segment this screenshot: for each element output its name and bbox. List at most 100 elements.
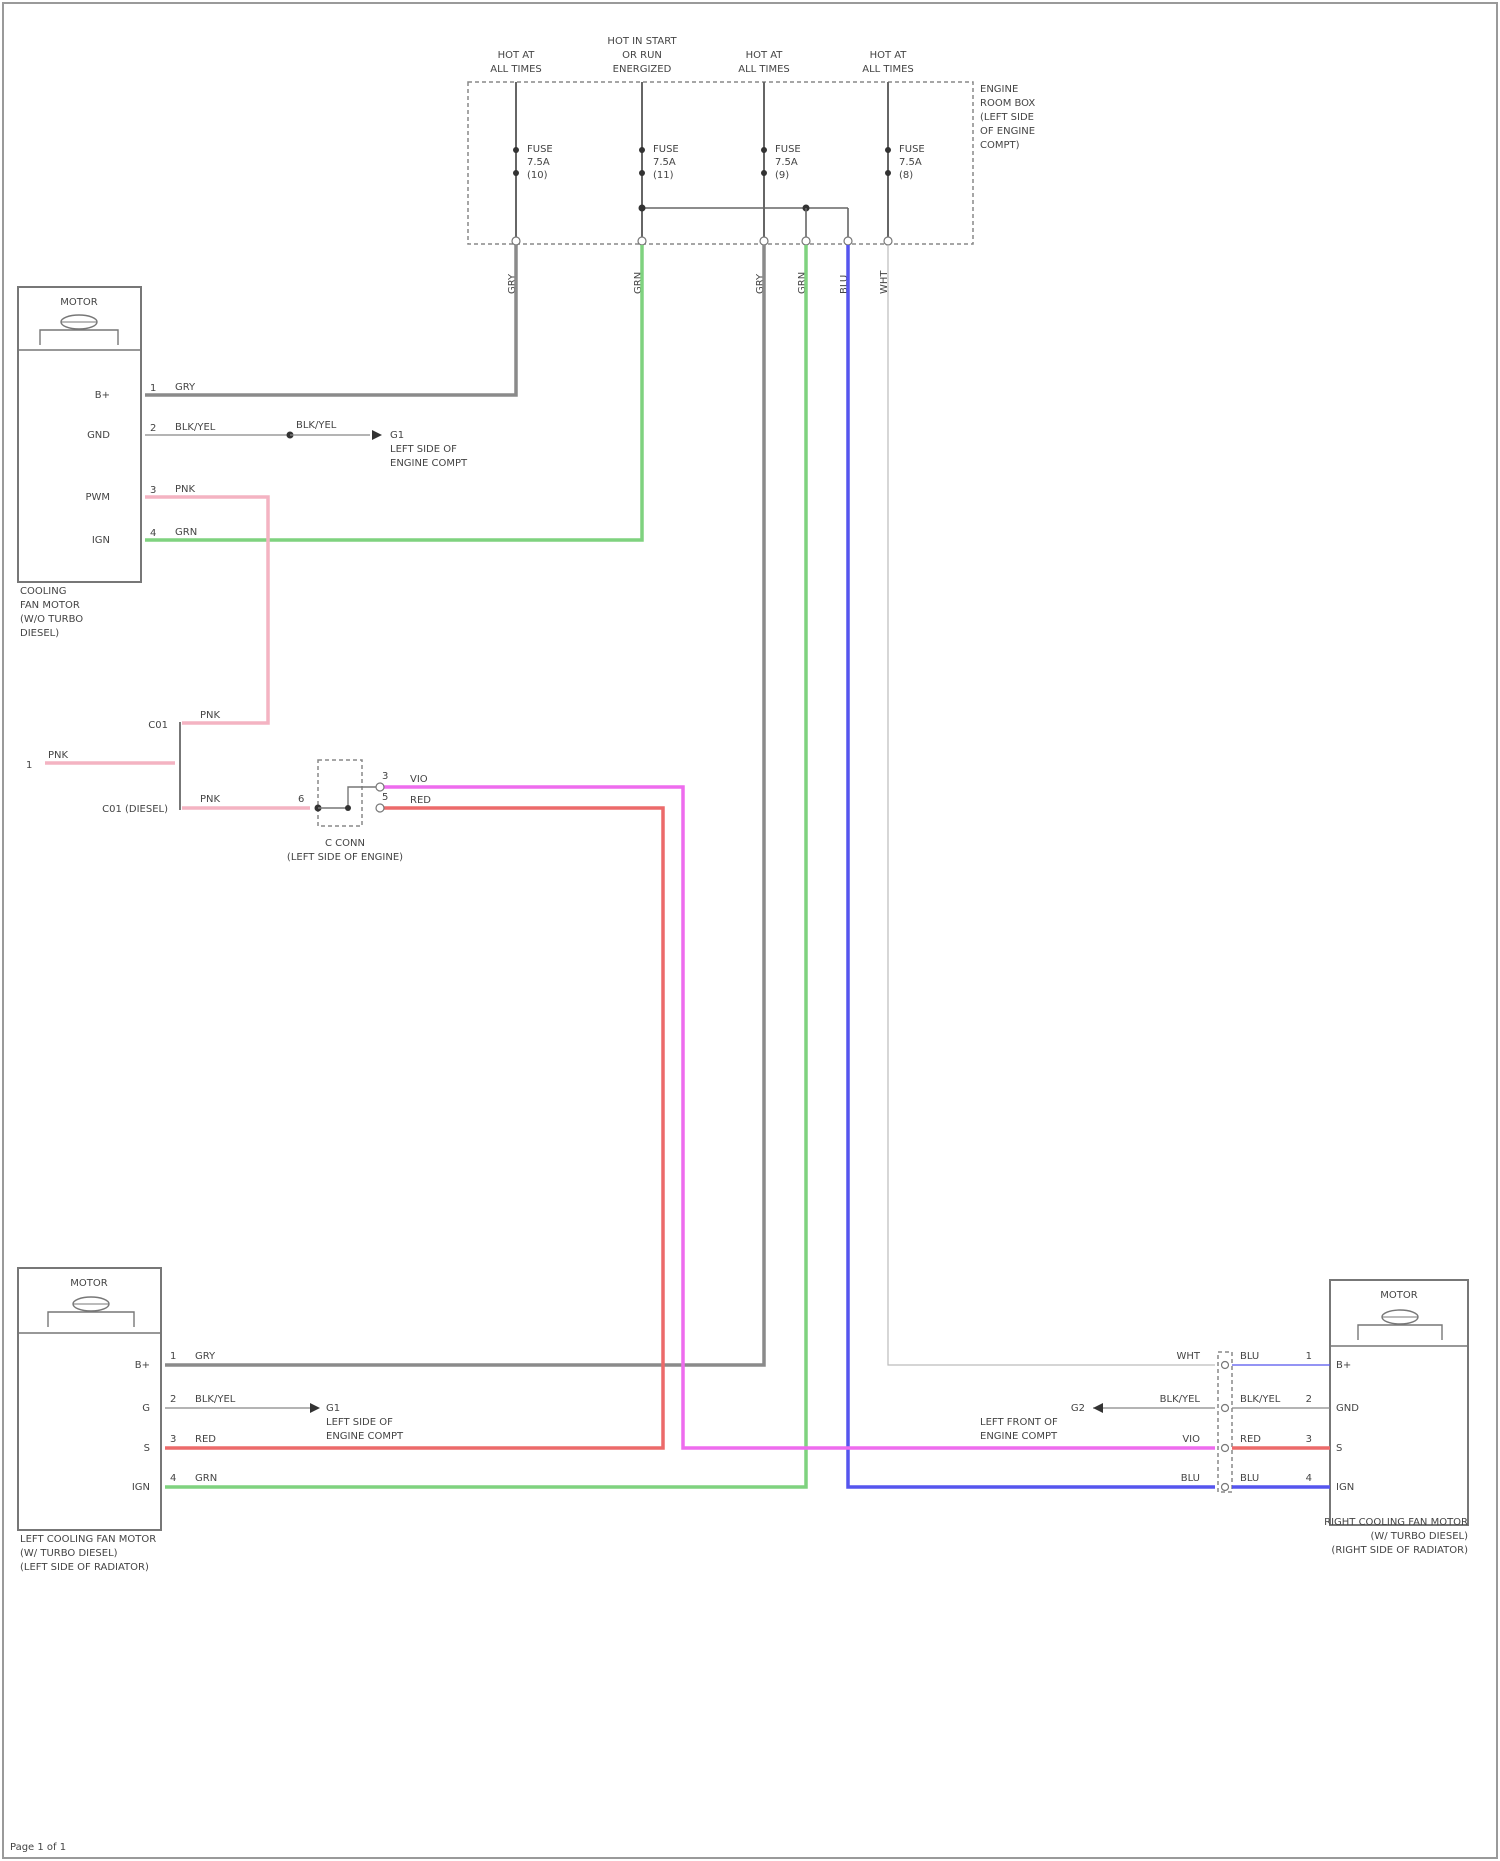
cooling-pin2-name: GND <box>87 430 110 441</box>
cooling-label-4: DIESEL) <box>20 628 59 639</box>
fuse-box-pin-2 <box>638 237 646 245</box>
left-pin4-wire: GRN <box>195 1473 217 1484</box>
fuse-box-label-4: OF ENGINE <box>980 126 1035 137</box>
fuse-4-label-2: 7.5A <box>899 157 922 168</box>
ground-icon <box>372 430 382 440</box>
cooling-label-2: FAN MOTOR <box>20 600 80 611</box>
fuse-3-label-3: (9) <box>775 170 789 181</box>
connector-internal-node <box>345 805 351 811</box>
c-connector: 6 3 5 VIO RED C CONN (LEFT SIDE OF ENGIN… <box>287 760 431 863</box>
cooling-ground-label-1: LEFT SIDE OF <box>390 444 457 455</box>
fuse-box-junction-1 <box>639 205 646 212</box>
fuse-2-label-2: 7.5A <box>653 157 676 168</box>
fuse-box-pin-4 <box>802 237 810 245</box>
fuse-box-pin-5 <box>844 237 852 245</box>
cooling-pin4-name: IGN <box>92 535 110 546</box>
left-pin3-name: S <box>144 1443 150 1454</box>
right-motor-header: MOTOR <box>1380 1290 1417 1301</box>
ground-icon <box>1093 1403 1103 1413</box>
fuse-1-label-2: 7.5A <box>527 157 550 168</box>
fuse-4-terminal-bottom <box>885 170 891 176</box>
right-pin4-wire: BLU <box>1240 1473 1259 1484</box>
right-pin1-num: 1 <box>1306 1351 1312 1362</box>
right-inline-pin-3 <box>1222 1445 1229 1452</box>
cooling-pin1-num: 1 <box>150 383 156 394</box>
cooling-label-1: COOLING <box>20 586 66 597</box>
fuse-box: HOT AT ALL TIMES FUSE 7.5A (10) HOT IN S… <box>468 36 1035 294</box>
right-pin2-name: GND <box>1336 1403 1359 1414</box>
fuse-4-label-1: FUSE <box>899 144 925 155</box>
left-pin2-wire: BLK/YEL <box>195 1394 236 1405</box>
cooling-pin3-num: 3 <box>150 485 156 496</box>
connector-pin-bottom <box>376 804 384 812</box>
right-inline-pin-4 <box>1222 1484 1229 1491</box>
right-pin1-wire-in: WHT <box>1176 1351 1200 1362</box>
cooling-ground-label-2: ENGINE COMPT <box>390 458 468 469</box>
splice-wire-out-bottom: PNK <box>200 794 221 805</box>
left-ground-id: G1 <box>326 1403 340 1414</box>
right-ground-id: G2 <box>1071 1403 1085 1414</box>
right-pin3-num: 3 <box>1306 1434 1312 1445</box>
wire-red-left-motor <box>165 808 663 1448</box>
wires <box>45 245 1215 1487</box>
fuse-2-terminal-bottom <box>639 170 645 176</box>
right-pin2-wire-in: BLK/YEL <box>1160 1394 1201 1405</box>
connector-pin-3: 3 <box>382 771 388 782</box>
fuse-1-label-1: FUSE <box>527 144 553 155</box>
fuse-3-top-line-2: ALL TIMES <box>738 64 790 75</box>
right-label-1: RIGHT COOLING FAN MOTOR <box>1324 1517 1468 1528</box>
fuse-4-label-3: (8) <box>899 170 913 181</box>
cooling-fan-motor: MOTOR B+ GND PWM IGN 1 2 3 4 GRY BLK/YEL… <box>18 287 468 639</box>
motor-symbol-icon <box>40 315 118 345</box>
cooling-pin4-num: 4 <box>150 528 156 539</box>
splice-wire-out-top: PNK <box>200 710 221 721</box>
right-inline-pin-2 <box>1222 1405 1229 1412</box>
fuse-4-top-line-1: HOT AT <box>870 50 908 61</box>
left-pin1-name: B+ <box>135 1360 150 1371</box>
cooling-ground-wire-label: BLK/YEL <box>296 420 337 431</box>
fuse-3-label-2: 7.5A <box>775 157 798 168</box>
right-pin4-name: IGN <box>1336 1482 1354 1493</box>
fuse-box-pin-3 <box>760 237 768 245</box>
connector-wire-vio: VIO <box>410 774 428 785</box>
left-label-2: (W/ TURBO DIESEL) <box>20 1548 118 1559</box>
left-label-3: (LEFT SIDE OF RADIATOR) <box>20 1562 149 1573</box>
right-label-2: (W/ TURBO DIESEL) <box>1370 1531 1468 1542</box>
left-ground-label-2: ENGINE COMPT <box>326 1431 404 1442</box>
wire-violet-right-motor <box>380 787 1215 1448</box>
connector-pin-top <box>376 783 384 791</box>
fuse-column-4: HOT AT ALL TIMES FUSE 7.5A (8) <box>862 50 925 240</box>
left-pin2-name: G <box>142 1403 150 1414</box>
fuse-2-top-line-1: HOT IN START <box>607 36 677 47</box>
right-pin3-name: S <box>1336 1443 1342 1454</box>
wire-gray-cooling-fan <box>145 245 516 395</box>
right-pin2-wire: BLK/YEL <box>1240 1394 1281 1405</box>
splice-ref: 1 <box>26 760 32 771</box>
left-cooling-fan-motor: MOTOR B+ G S IGN 1 2 3 4 GRY BLK/YEL RED… <box>18 1268 404 1573</box>
cooling-pin4-wire: GRN <box>175 527 197 538</box>
connector-outline <box>318 760 362 826</box>
right-ground-label-1: LEFT FRONT OF <box>980 1417 1058 1428</box>
cooling-pin3-name: PWM <box>85 492 110 503</box>
left-label-1: LEFT COOLING FAN MOTOR <box>20 1534 156 1545</box>
fuse-2-terminal-top <box>639 147 645 153</box>
fuse-3-terminal-bottom <box>761 170 767 176</box>
right-pin2-num: 2 <box>1306 1394 1312 1405</box>
fuse-2-label-1: FUSE <box>653 144 679 155</box>
cooling-label-3: (W/O TURBO <box>20 614 83 625</box>
fuse-3-top-line-1: HOT AT <box>746 50 784 61</box>
right-inline-connector <box>1218 1352 1232 1492</box>
left-pin3-wire: RED <box>195 1434 216 1445</box>
connector-label-1: C CONN <box>325 838 365 849</box>
right-pin3-wire: RED <box>1240 1434 1261 1445</box>
right-pin1-name: B+ <box>1336 1360 1351 1371</box>
fuse-1-terminal-top <box>513 147 519 153</box>
ground-icon <box>310 1403 320 1413</box>
wire-green-left-motor <box>165 245 806 1487</box>
splice-wire-in: PNK <box>48 750 69 761</box>
fuse-box-label-3: (LEFT SIDE <box>980 112 1034 123</box>
wire-pink-cooling-fan <box>145 497 268 723</box>
cooling-pin1-name: B+ <box>95 390 110 401</box>
fuse-1-top-line-1: HOT AT <box>498 50 536 61</box>
